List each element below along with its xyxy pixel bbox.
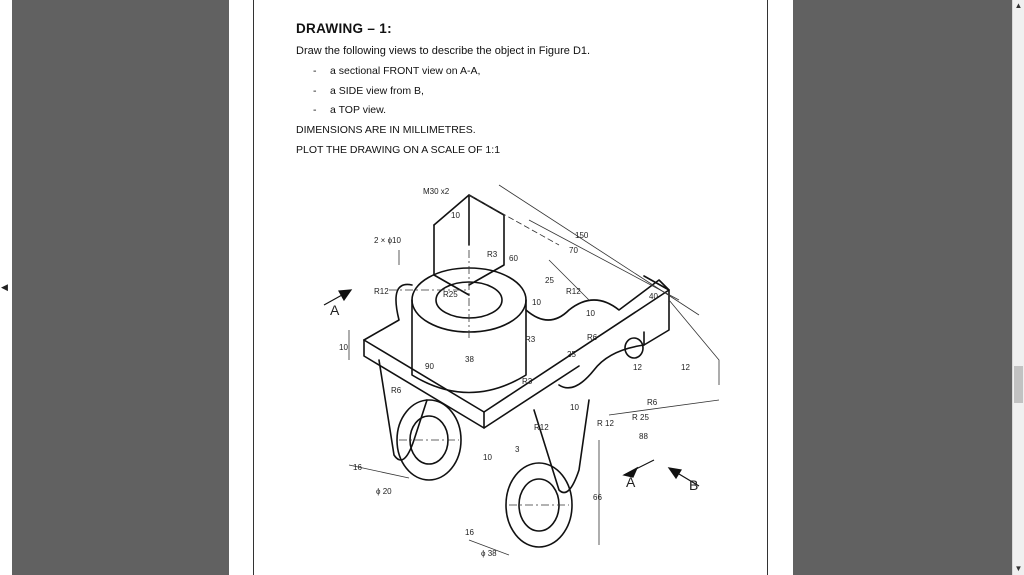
scroll-left-arrow-icon[interactable]: ◀	[1, 282, 8, 292]
scroll-down-arrow-icon[interactable]: ▼	[1014, 564, 1023, 573]
label-d25-top: 25	[545, 276, 554, 285]
label-d10-mid: 10	[532, 298, 541, 307]
label-r6-right: R6	[587, 333, 598, 342]
label-r6-left: R6	[391, 386, 402, 395]
left-edge-strip: ◀	[0, 0, 12, 575]
label-d10-foot: 10	[483, 453, 492, 462]
label-r25: R25	[443, 290, 458, 299]
label-d12-right: 12	[633, 363, 642, 372]
bullet-front-view: a sectional FRONT view on A-A,	[330, 65, 481, 77]
label-d10-mid2: 10	[586, 309, 595, 318]
label-d150: 150	[575, 231, 589, 240]
bullet-dash: -	[313, 104, 317, 116]
isometric-figure-d1: M30 x2 2 × ϕ10 R12 R25 R3 10 60 150 70 2…	[323, 184, 720, 558]
label-d90: 90	[425, 362, 434, 371]
label-d10-top: 10	[451, 211, 460, 220]
label-r3-low: R3	[522, 377, 533, 386]
label-section-a-left: A	[330, 302, 340, 318]
label-r3-top: R3	[487, 250, 498, 259]
label-r12-low: R12	[534, 423, 549, 432]
label-r25-low: R 25	[632, 413, 649, 422]
label-d12-vert: 12	[681, 363, 690, 372]
bullet-dash: -	[313, 65, 317, 77]
label-r12-left: R12	[374, 287, 389, 296]
intro-text: Draw the following views to describe the…	[296, 45, 591, 57]
page-border	[253, 0, 768, 575]
scroll-up-arrow-icon[interactable]: ▲	[1014, 1, 1023, 10]
label-d88: 88	[639, 432, 648, 441]
label-view-b: B	[689, 477, 698, 493]
vertical-scrollbar[interactable]: ▲ ▼	[1012, 0, 1024, 575]
label-m30: M30 x2	[423, 187, 450, 196]
label-r12-low2: R 12	[597, 419, 614, 428]
label-holes: 2 × ϕ10	[374, 236, 401, 245]
label-d25-vert: 25	[567, 350, 576, 359]
label-d16-bottom: 16	[465, 528, 474, 537]
base-plate-edge	[363, 275, 670, 413]
label-r6-low: R6	[647, 398, 658, 407]
label-d60: 60	[509, 254, 518, 263]
label-d10-low: 10	[570, 403, 579, 412]
bullet-top-view: a TOP view.	[330, 104, 387, 116]
scrollbar-thumb[interactable]	[1014, 366, 1023, 403]
label-d70: 70	[569, 246, 578, 255]
label-d20: ϕ 20	[376, 487, 392, 496]
label-d16-left: 16	[353, 463, 362, 472]
scale-note: PLOT THE DRAWING ON A SCALE OF 1:1	[296, 144, 501, 156]
label-r3-mid: R3	[525, 335, 536, 344]
label-section-a-right: A	[626, 474, 636, 490]
label-d38: 38	[465, 355, 474, 364]
label-d10-left: 10	[339, 343, 348, 352]
label-r12-mid: R12	[566, 287, 581, 296]
bullet-dash: -	[313, 85, 317, 97]
label-d40: 40	[649, 292, 658, 301]
bullet-side-view: a SIDE view from B,	[330, 85, 424, 97]
dimensions-note: DIMENSIONS ARE IN MILLIMETRES.	[296, 124, 476, 136]
document-page: DRAWING – 1: Draw the following views to…	[229, 0, 793, 575]
label-d3: 3	[515, 445, 520, 454]
drawing-heading: DRAWING – 1:	[296, 21, 392, 36]
label-d38-bottom: ϕ 38	[481, 549, 497, 558]
label-d66: 66	[593, 493, 602, 502]
